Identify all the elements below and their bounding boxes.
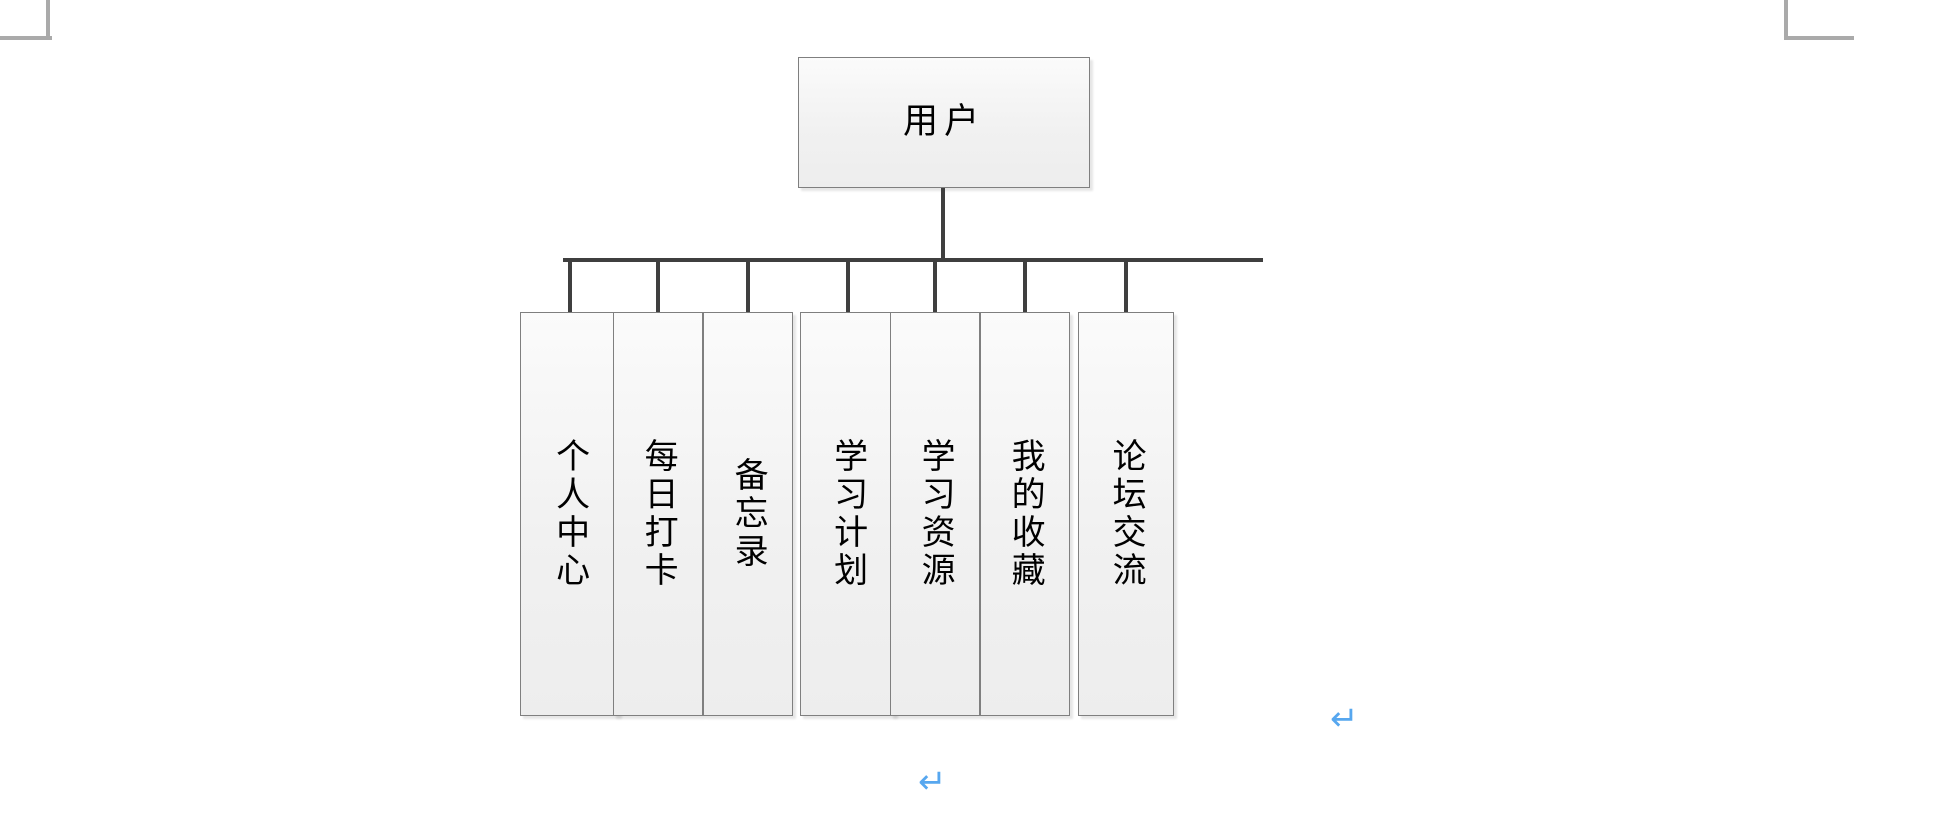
node-root[interactable]: 用户 (798, 57, 1090, 188)
node-leaf-6[interactable]: 我的收藏 (980, 312, 1070, 716)
connector-drop-1 (568, 258, 572, 312)
node-leaf-label: 备忘录 (728, 457, 769, 571)
connector-drop-5 (933, 258, 937, 312)
node-leaf-5[interactable]: 学习资源 (890, 312, 980, 716)
connector-drop-7 (1124, 258, 1128, 312)
connector-horizontal-bus (563, 258, 1263, 262)
node-leaf-1[interactable]: 个人中心 (520, 312, 619, 716)
paragraph-mark-right: ↵ (1330, 699, 1359, 739)
connector-drop-6 (1023, 258, 1027, 312)
node-leaf-label: 我的收藏 (1005, 438, 1046, 590)
node-leaf-label: 个人中心 (549, 438, 590, 590)
connector-drop-3 (746, 258, 750, 312)
node-leaf-7[interactable]: 论坛交流 (1078, 312, 1174, 716)
node-leaf-label: 论坛交流 (1106, 438, 1147, 590)
connector-drop-4 (846, 258, 850, 312)
node-leaf-label: 学习计划 (827, 438, 868, 590)
node-root-label: 用户 (902, 102, 985, 142)
corner-mark-horizontal-rule (0, 36, 52, 40)
paragraph-mark-bottom: ↵ (918, 762, 947, 802)
node-leaf-4[interactable]: 学习计划 (800, 312, 895, 716)
page-corner-mark-top-left (0, 0, 56, 42)
node-leaf-label: 学习资源 (915, 438, 956, 590)
corner-mark-vertical-rule (46, 0, 50, 40)
corner-mark-vertical-rule (1784, 0, 1788, 40)
node-leaf-label: 每日打卡 (638, 438, 679, 590)
connector-drop-2 (656, 258, 660, 312)
connector-trunk-vertical (941, 188, 945, 261)
corner-mark-horizontal-rule (1784, 36, 1854, 40)
node-leaf-3[interactable]: 备忘录 (703, 312, 793, 716)
page-corner-mark-top-right (1780, 0, 1870, 42)
node-leaf-2[interactable]: 每日打卡 (613, 312, 703, 716)
